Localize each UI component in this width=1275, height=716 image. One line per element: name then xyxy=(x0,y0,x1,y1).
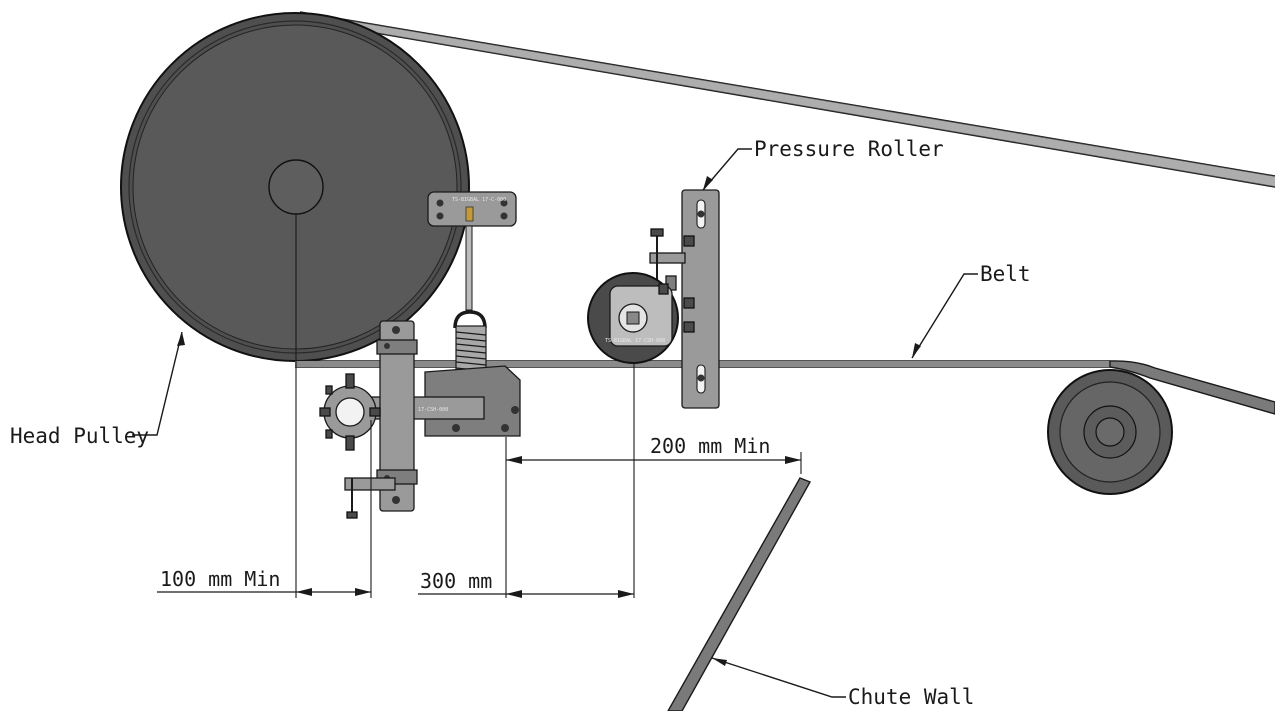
snub-roller xyxy=(1047,369,1173,495)
roller-marking: TS-BIGBAL 17-CSH-000 xyxy=(605,338,665,344)
belt-label: Belt xyxy=(980,262,1031,286)
pulley-shaft-icon xyxy=(268,159,324,215)
label-belt: Belt xyxy=(911,262,1031,359)
roller-hub-icon xyxy=(1095,417,1125,447)
scraper-assembly: TS-BIGBAL 17-C-000 TS-BIGBAL 17-CSH-000 xyxy=(319,191,521,519)
chute-wall-label: Chute Wall xyxy=(848,685,974,709)
dim-200-label: 200 mm Min xyxy=(650,434,770,458)
dimension-300: 300 mm xyxy=(418,569,634,598)
head-pulley-label: Head Pulley xyxy=(10,424,149,448)
dim-100-label: 100 mm Min xyxy=(160,567,280,591)
label-head-pulley: Head Pulley xyxy=(10,331,185,448)
dim-300-label: 300 mm xyxy=(420,569,492,593)
upper-belt xyxy=(299,11,1275,188)
chute-wall xyxy=(666,477,811,712)
plate-marking: TS-BIGBAL 17-C-000 xyxy=(452,197,506,203)
head-pulley xyxy=(120,12,470,362)
bracket-marking: TS-BIGBAL 17-CSH-000 xyxy=(388,407,448,413)
pressure-roller-label: Pressure Roller xyxy=(754,137,944,161)
label-pressure-roller: Pressure Roller xyxy=(702,137,944,191)
dimension-200: 200 mm Min xyxy=(506,434,801,464)
pressure-roller-assembly: TS-BIGBAL 17-CSH-000 xyxy=(587,189,720,409)
dimension-100: 100 mm Min xyxy=(157,567,371,596)
label-chute-wall: Chute Wall xyxy=(711,657,974,709)
extension-lines xyxy=(295,214,802,598)
